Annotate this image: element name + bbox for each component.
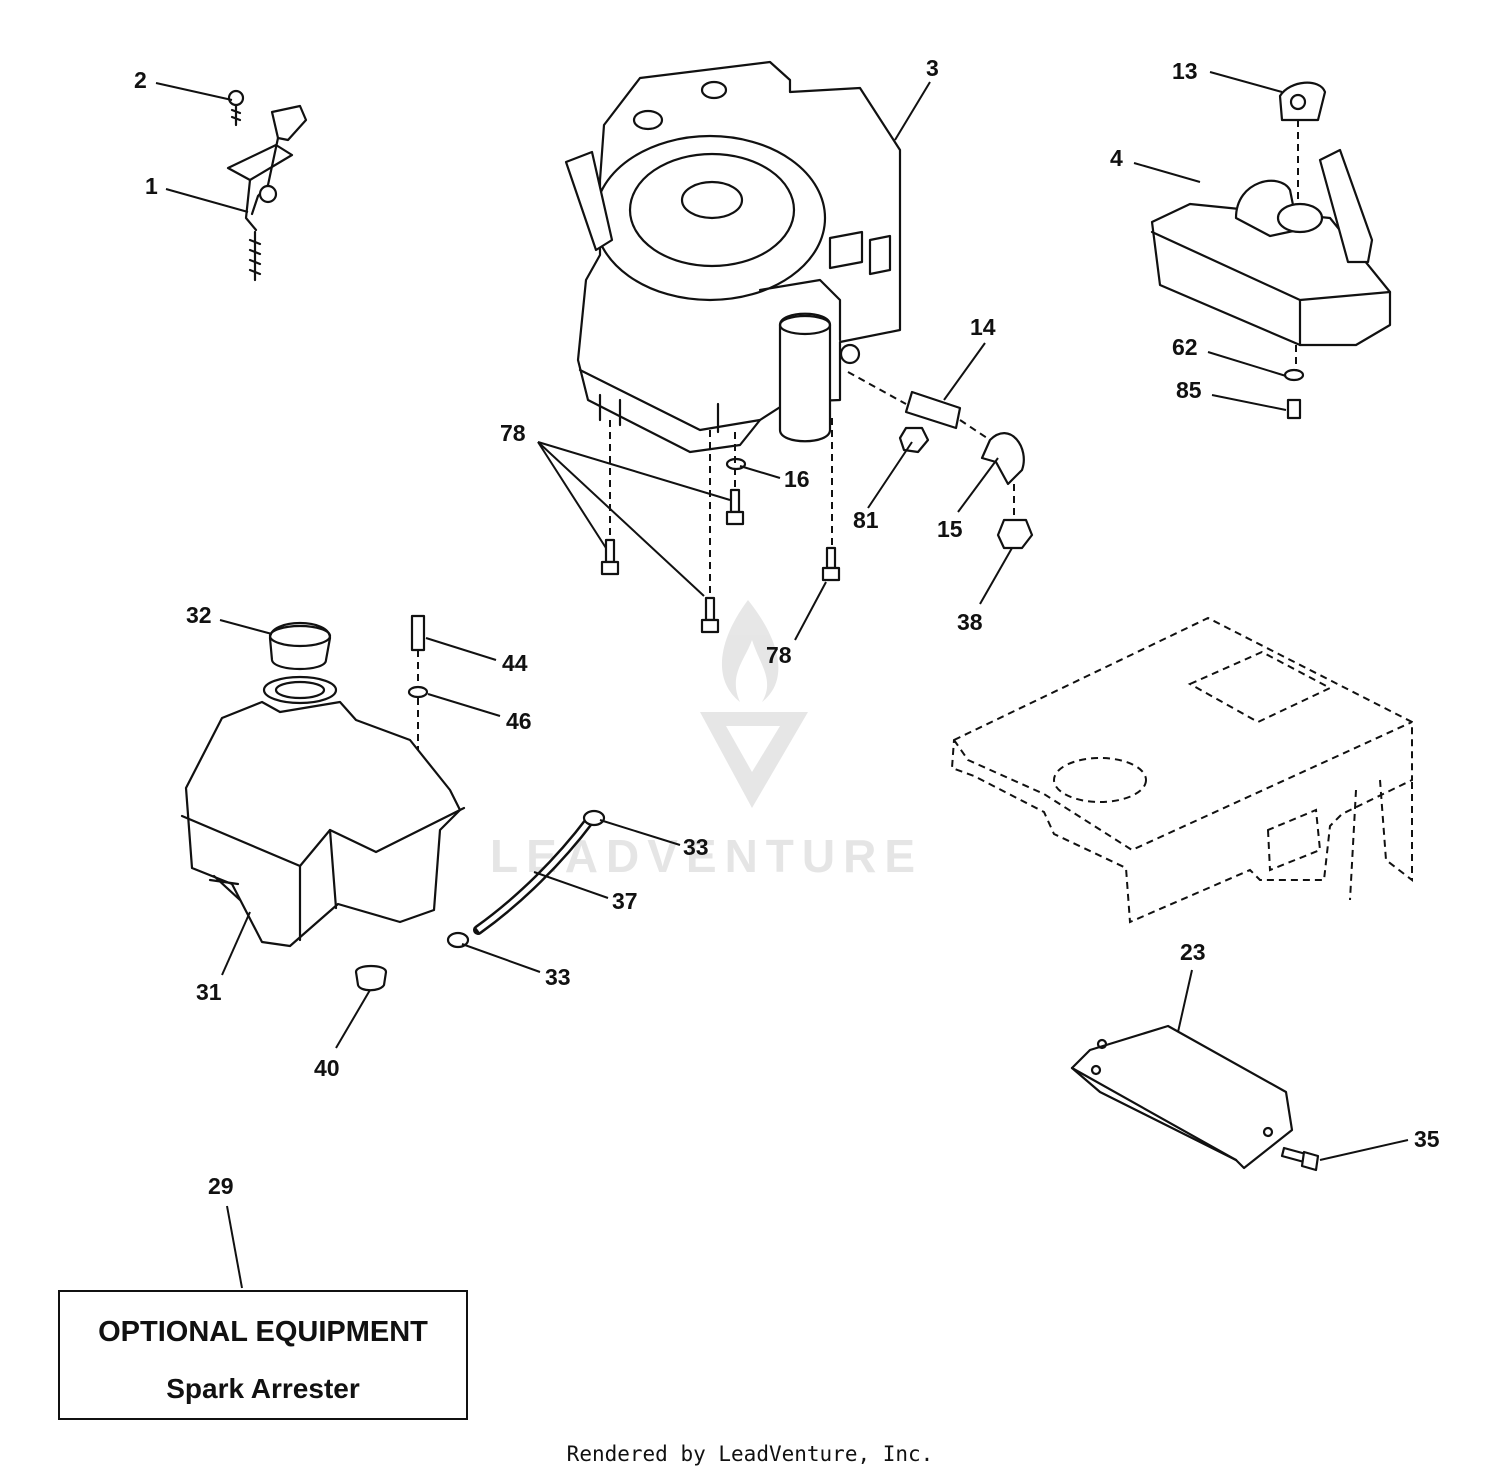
callout-38: 38	[957, 609, 983, 635]
callout-81: 81	[853, 507, 879, 533]
callout-4: 4	[1110, 145, 1123, 171]
callout-62: 62	[1172, 334, 1198, 360]
engine-part	[564, 60, 902, 454]
callout-33-top: 33	[683, 834, 709, 860]
callout-16: 16	[784, 466, 810, 492]
leader-lines	[155, 71, 1409, 1289]
callout-23: 23	[1180, 939, 1206, 965]
callout-40: 40	[314, 1055, 340, 1081]
fuel-fittings-part	[898, 390, 1034, 550]
callout-85: 85	[1176, 377, 1202, 403]
callout-37: 37	[612, 888, 638, 914]
fuel-hose-part	[446, 809, 606, 949]
callout-15: 15	[937, 516, 963, 542]
callout-14: 14	[970, 314, 996, 340]
callout-33-bottom: 33	[545, 964, 571, 990]
bolt-group	[600, 457, 841, 634]
callout-3: 3	[926, 55, 939, 81]
optional-equipment-title: OPTIONAL EQUIPMENT	[98, 1316, 428, 1348]
callout-13: 13	[1172, 58, 1198, 84]
callout-44: 44	[502, 650, 528, 676]
callout-29: 29	[208, 1173, 234, 1199]
callout-31: 31	[196, 979, 222, 1005]
frame-outline	[950, 616, 1413, 924]
spark-arrester-label: Spark Arrester	[166, 1373, 360, 1404]
callout-2: 2	[134, 67, 147, 93]
callout-46: 46	[506, 708, 532, 734]
heat-shield-part	[1070, 1024, 1320, 1172]
callout-labels: 1 2 3 4 13 14 15 16 78 78 81 38 62 85 32…	[134, 55, 1440, 1199]
footer-credit: Rendered by LeadVenture, Inc.	[566, 1442, 934, 1466]
callout-78-bottom: 78	[766, 642, 792, 668]
optional-equipment-box: OPTIONAL EQUIPMENT Spark Arrester	[58, 1290, 468, 1420]
callout-1: 1	[145, 173, 158, 199]
callout-32: 32	[186, 602, 212, 628]
callout-35: 35	[1414, 1126, 1440, 1152]
callout-78-top: 78	[500, 420, 526, 446]
throttle-control-part	[226, 89, 308, 282]
muffler-part	[1150, 81, 1392, 420]
fuel-tank-part	[180, 614, 466, 992]
